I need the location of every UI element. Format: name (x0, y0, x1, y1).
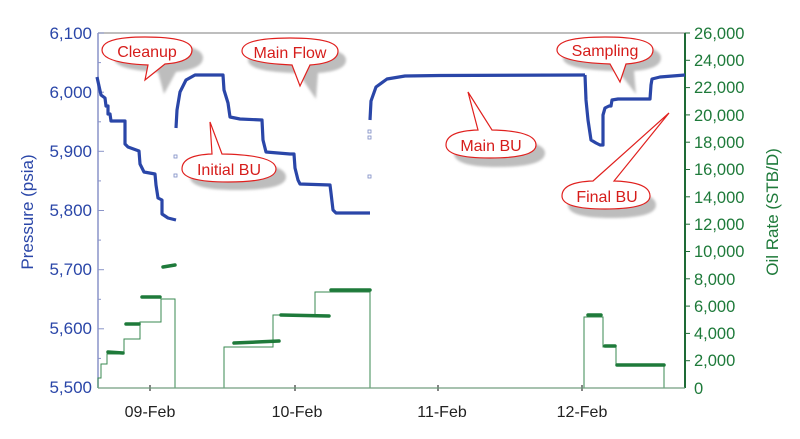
y-tick-6000: 6,000 (49, 83, 92, 102)
y2-tick-22000: 22,000 (694, 79, 744, 97)
y2-tick-2000: 2,000 (694, 352, 735, 370)
callout-final-bu: Final BU (561, 112, 670, 218)
y2-tick-14000: 14,000 (694, 189, 744, 207)
callout-main-bu: Main BU (445, 91, 545, 167)
right-axis-ticks (685, 32, 690, 362)
callout-main-flow-text: Main Flow (254, 45, 327, 62)
y-tick-5600: 5,600 (49, 319, 92, 338)
y2-tick-26000: 26,000 (694, 25, 744, 43)
x-tick-11feb: 11-Feb (417, 404, 467, 421)
pressure-series (95, 73, 686, 222)
y-tick-5700: 5,700 (49, 260, 92, 279)
left-axis-title: Pressure (psia) (18, 154, 37, 269)
right-axis-labels: 26,000 24,000 22,000 20,000 18,000 16,00… (694, 25, 744, 398)
oil-rate-series (97, 263, 685, 389)
x-axis-labels: 09-Feb 10-Feb 11-Feb 12-Feb (125, 404, 608, 421)
y2-tick-18000: 18,000 (694, 134, 744, 152)
left-axis-ticks (98, 32, 104, 359)
callout-initial-bu: Initial BU (181, 121, 286, 190)
y2-tick-0: 0 (694, 380, 703, 398)
callout-sampling: Sampling (556, 36, 661, 94)
y2-tick-4000: 4,000 (694, 325, 735, 343)
callout-main-flow: Main Flow (241, 37, 346, 99)
callout-cleanup: Cleanup (101, 36, 203, 94)
y2-tick-12000: 12,000 (694, 216, 744, 234)
y-tick-6100: 6,100 (49, 24, 92, 43)
callout-sampling-text: Sampling (572, 43, 639, 60)
left-axis-labels: 6,100 6,000 5,900 5,800 5,700 5,600 5,50… (49, 24, 92, 397)
callout-final-bu-text: Final BU (576, 189, 637, 206)
y2-tick-10000: 10,000 (694, 243, 744, 261)
y2-tick-20000: 20,000 (694, 107, 744, 125)
y2-tick-24000: 24,000 (694, 52, 744, 70)
callout-main-bu-text: Main BU (460, 138, 521, 155)
y2-tick-8000: 8,000 (694, 271, 735, 289)
callout-initial-bu-text: Initial BU (197, 162, 261, 179)
x-tick-12feb: 12-Feb (557, 404, 608, 421)
y-tick-5500: 5,500 (49, 378, 92, 397)
right-axis-title: Oil Rate (STB/D) (763, 148, 782, 276)
y-tick-5800: 5,800 (49, 201, 92, 220)
x-tick-10feb: 10-Feb (272, 404, 323, 421)
x-tick-09feb: 09-Feb (125, 404, 176, 421)
y2-tick-6000: 6,000 (694, 298, 735, 316)
pressure-outlier-points (173, 129, 372, 179)
y2-tick-16000: 16,000 (694, 161, 744, 179)
callout-cleanup-text: Cleanup (117, 44, 177, 61)
y-tick-5900: 5,900 (49, 142, 92, 161)
